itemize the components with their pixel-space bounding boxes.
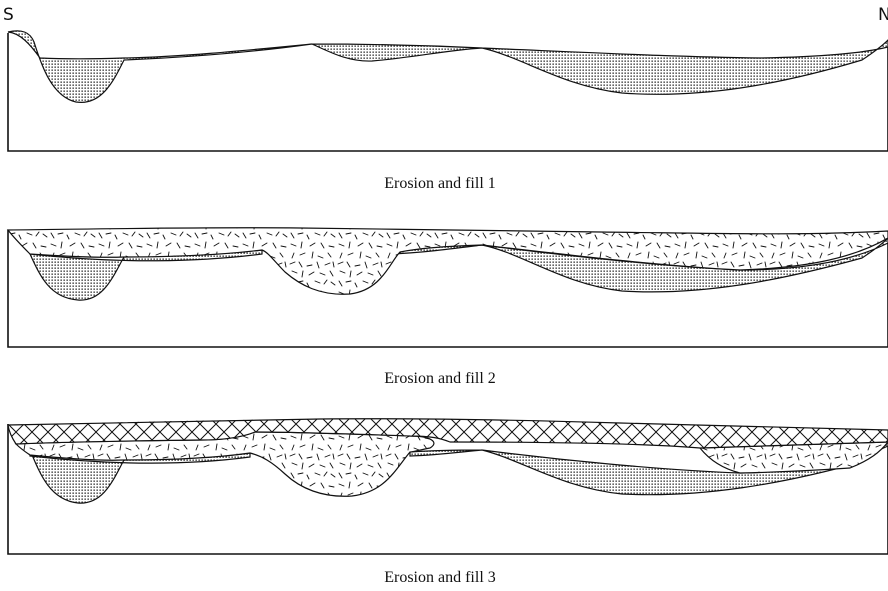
panel-erosion-fill-2: Erosion and fill 2 xyxy=(8,228,888,387)
direction-label-south: S xyxy=(3,5,14,25)
caption-2: Erosion and fill 2 xyxy=(384,370,496,387)
caption-1: Erosion and fill 1 xyxy=(384,175,496,192)
direction-label-north: N xyxy=(878,5,888,25)
caption-3: Erosion and fill 3 xyxy=(384,569,496,586)
panel-erosion-fill-1: Erosion and fill 1 xyxy=(8,31,888,192)
fill-1-stipple xyxy=(8,31,888,103)
panel-erosion-fill-3: Erosion and fill 3 xyxy=(8,419,888,586)
